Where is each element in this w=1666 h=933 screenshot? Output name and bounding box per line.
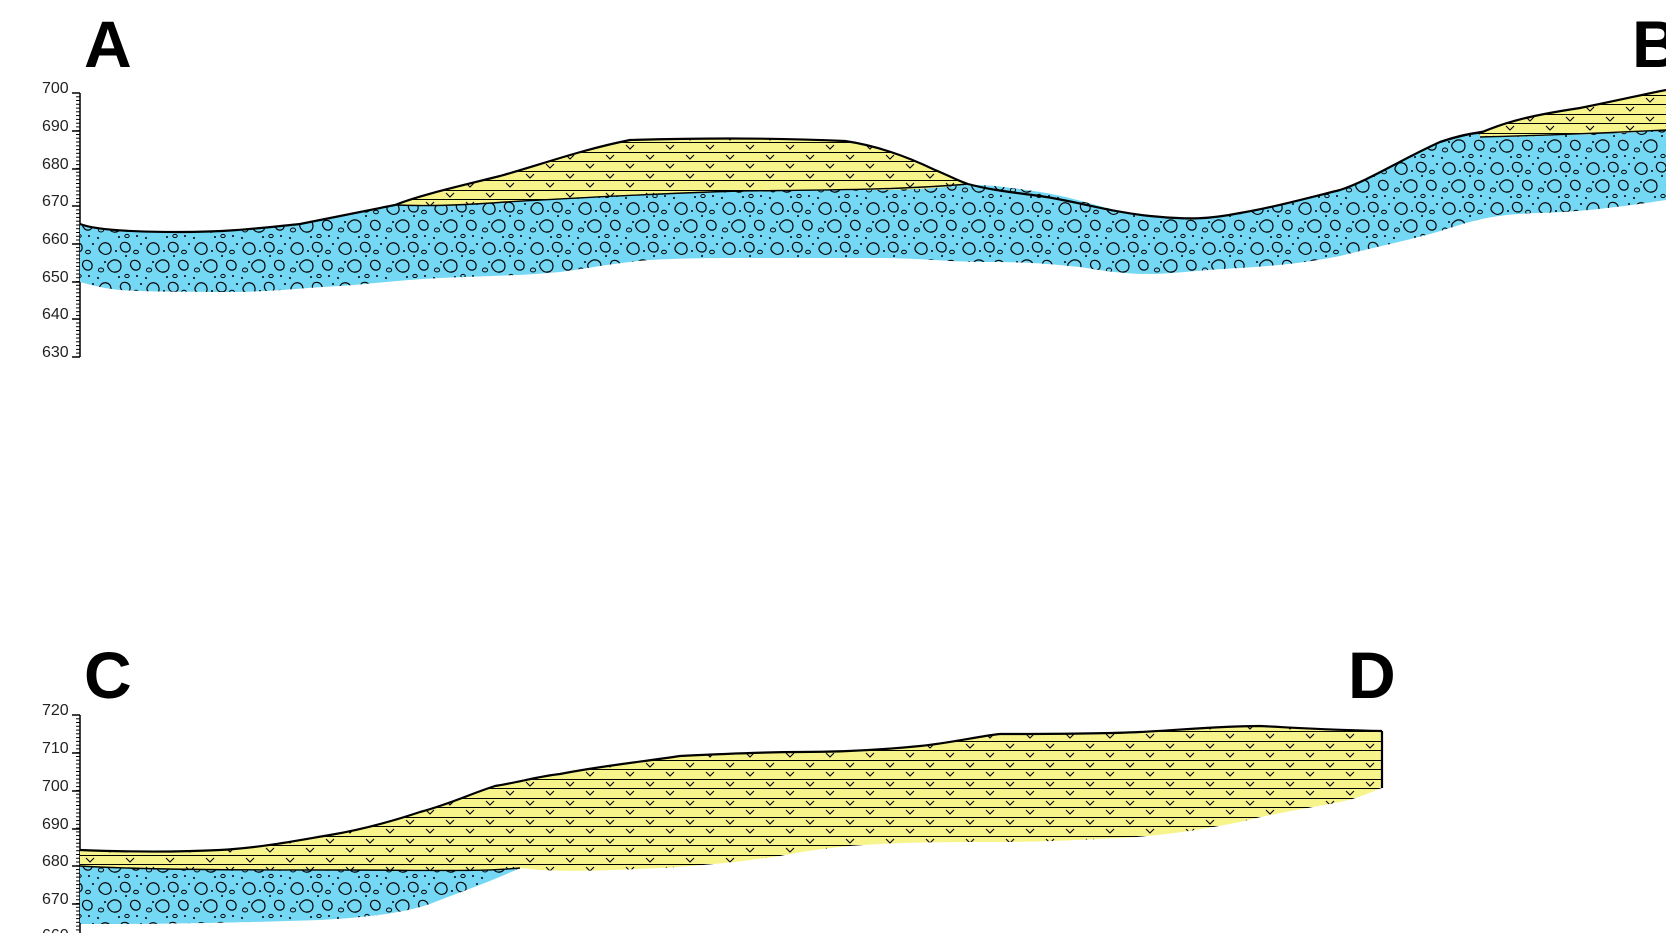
tick-label-680: 680: [42, 853, 69, 870]
section-a-b: A B 700 690 680 670 660 650 640 630: [42, 7, 1666, 361]
gravel-layer-c-d: [80, 866, 520, 924]
tick-label-690: 690: [42, 816, 69, 833]
elevation-axis-2: 720 710 700 690 680 670 660: [42, 702, 80, 933]
tick-label-630: 630: [42, 344, 69, 361]
tick-label-660: 660: [42, 231, 69, 248]
section-end-label-b: B: [1632, 7, 1666, 81]
tick-label-700: 700: [42, 778, 69, 795]
section-start-label-a: A: [84, 7, 132, 81]
section-c-d: C D 720 710 700 690 680 670 660: [42, 638, 1396, 933]
tick-label-640: 640: [42, 306, 69, 323]
tick-label-680: 680: [42, 156, 69, 173]
section-end-label-d: D: [1348, 638, 1396, 712]
elevation-axis-1: 700 690 680 670 660 650 640 630: [42, 80, 80, 361]
section-start-label-c: C: [84, 638, 132, 712]
tick-label-650: 650: [42, 269, 69, 286]
tick-label-670: 670: [42, 193, 69, 210]
tick-label-700: 700: [42, 80, 69, 97]
tick-label-660: 660: [42, 927, 69, 933]
tick-label-720: 720: [42, 702, 69, 719]
tick-label-670: 670: [42, 891, 69, 908]
sand-layer-right-a-b: [1480, 90, 1666, 137]
sand-layer-c-d: [80, 726, 1382, 871]
tick-label-690: 690: [42, 118, 69, 135]
tick-label-710: 710: [42, 740, 69, 757]
